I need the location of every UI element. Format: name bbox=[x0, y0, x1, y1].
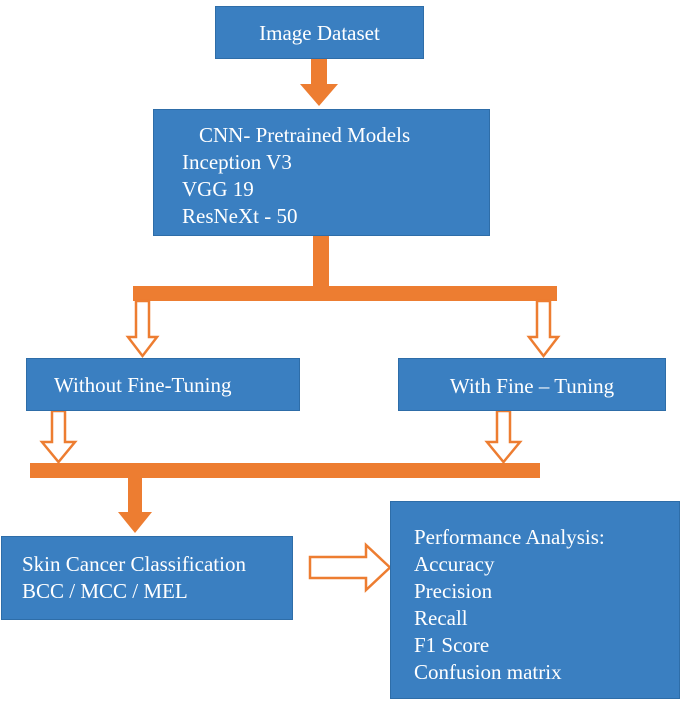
metric-item: Accuracy bbox=[414, 552, 495, 576]
model-item: Inception V3 bbox=[182, 150, 292, 174]
arrow-from-with-finetuning bbox=[484, 409, 523, 464]
node-label: With Fine – Tuning bbox=[449, 374, 615, 398]
class-list: BCC / MCC / MEL bbox=[22, 579, 188, 603]
metric-item: Confusion matrix bbox=[414, 660, 562, 684]
arrow-to-performance bbox=[308, 542, 392, 593]
connector-cnn-stem bbox=[313, 236, 329, 288]
merge-bar bbox=[30, 463, 540, 478]
node-cnn-pretrained-models: CNN- Pretrained Models Inception V3 VGG … bbox=[153, 109, 490, 236]
metric-item: F1 Score bbox=[414, 633, 490, 657]
node-performance-analysis: Performance Analysis: Accuracy Precision… bbox=[390, 501, 680, 699]
arrow-to-with-finetuning bbox=[526, 299, 561, 359]
arrow-to-without-finetuning bbox=[125, 299, 160, 359]
node-with-finetuning: With Fine – Tuning bbox=[398, 358, 666, 411]
model-item: ResNeXt - 50 bbox=[182, 204, 298, 228]
node-without-finetuning: Without Fine-Tuning bbox=[26, 358, 300, 411]
arrow-to-classification bbox=[118, 478, 152, 533]
node-label: Without Fine-Tuning bbox=[54, 373, 232, 397]
metric-item: Recall bbox=[414, 606, 468, 630]
node-title: Performance Analysis: bbox=[414, 525, 605, 549]
node-title: Skin Cancer Classification bbox=[22, 552, 246, 576]
arrow-from-without-finetuning bbox=[39, 409, 78, 464]
node-image-dataset: Image Dataset bbox=[215, 6, 424, 59]
model-item: VGG 19 bbox=[182, 177, 254, 201]
node-skin-cancer-classification: Skin Cancer Classification BCC / MCC / M… bbox=[1, 536, 293, 620]
node-title: CNN- Pretrained Models bbox=[199, 123, 411, 147]
arrow-dataset-to-cnn bbox=[300, 59, 338, 106]
split-bar-top bbox=[133, 286, 557, 301]
node-label: Image Dataset bbox=[259, 21, 380, 45]
metric-item: Precision bbox=[414, 579, 493, 603]
